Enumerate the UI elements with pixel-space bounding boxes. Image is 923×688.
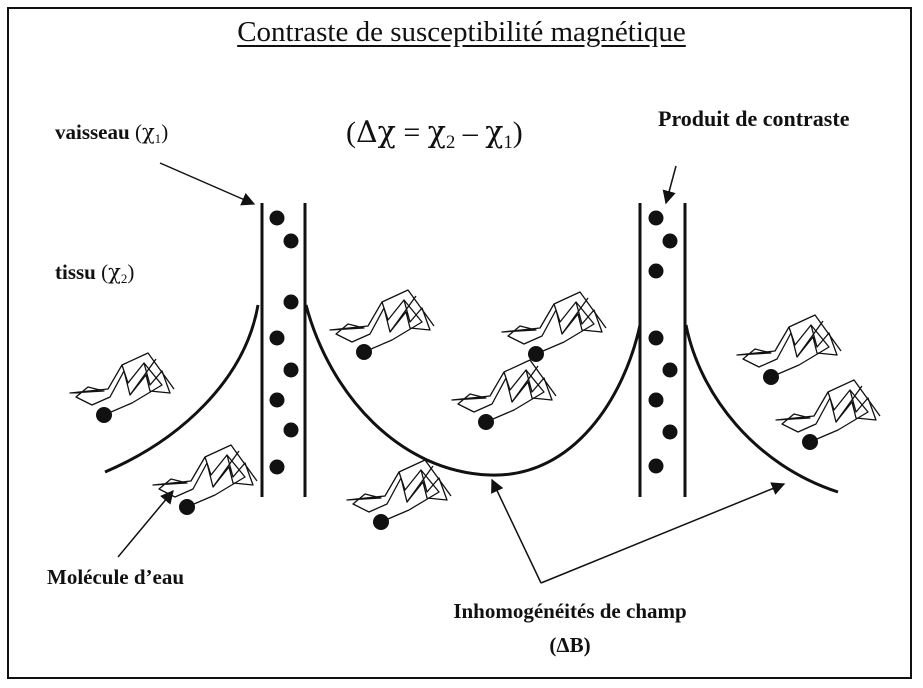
water-molecule	[736, 314, 842, 386]
arrow-field-center	[491, 478, 542, 584]
vessel-chi-subscript: 1	[154, 131, 162, 147]
water-molecule	[329, 289, 435, 361]
contrast-agent-label: Produit de contraste	[658, 106, 850, 131]
susceptibility-formula: (Δχ = χ2 – χ1)	[346, 115, 523, 153]
formula-chi1: χ	[485, 115, 504, 150]
vessel-right	[638, 203, 687, 497]
field-inhomogeneities-label: Inhomogénéités de champ	[453, 599, 687, 623]
contrast-particles-right	[648, 210, 678, 474]
formula-delta-chi: Δχ	[356, 115, 396, 150]
formula-chi2: χ	[427, 115, 446, 150]
water-molecule	[346, 459, 452, 531]
arrow-field-right	[540, 482, 786, 584]
water-molecule	[775, 379, 881, 451]
water-molecule	[69, 352, 175, 424]
formula-sub1: 1	[503, 131, 513, 153]
arrow-contrast-agent	[662, 165, 677, 205]
water-molecule-label: Molécule d’eau	[47, 565, 185, 589]
water-molecule	[501, 291, 607, 363]
tissue-chi-subscript: 2	[120, 271, 128, 287]
vessel-label-text: vaisseau	[55, 120, 130, 144]
vessel-left	[260, 203, 307, 497]
field-curve-left	[104, 304, 260, 474]
tissue-label-text: tissu	[55, 260, 96, 284]
water-molecule	[152, 444, 258, 516]
diagram-frame	[7, 7, 912, 679]
tissue-chi-symbol: χ	[108, 260, 121, 284]
water-molecule	[451, 359, 557, 431]
diagram-title: Contraste de susceptibilité magnétique	[237, 16, 686, 48]
field-curve-center	[304, 304, 642, 477]
vessel-chi-symbol: χ	[141, 120, 155, 144]
formula-equals: =	[403, 116, 421, 149]
tissue-label: tissu (χ2)	[55, 260, 135, 287]
vessel-label: vaisseau (χ1)	[55, 120, 169, 147]
arrow-water-molecule	[117, 489, 174, 558]
field-delta-b-label: (ΔB)	[549, 633, 591, 657]
formula-minus: –	[462, 116, 478, 149]
field-curve-right	[684, 324, 839, 494]
arrow-vessel	[159, 162, 256, 206]
formula-sub2: 2	[445, 131, 456, 153]
contrast-particles-left	[269, 210, 299, 475]
